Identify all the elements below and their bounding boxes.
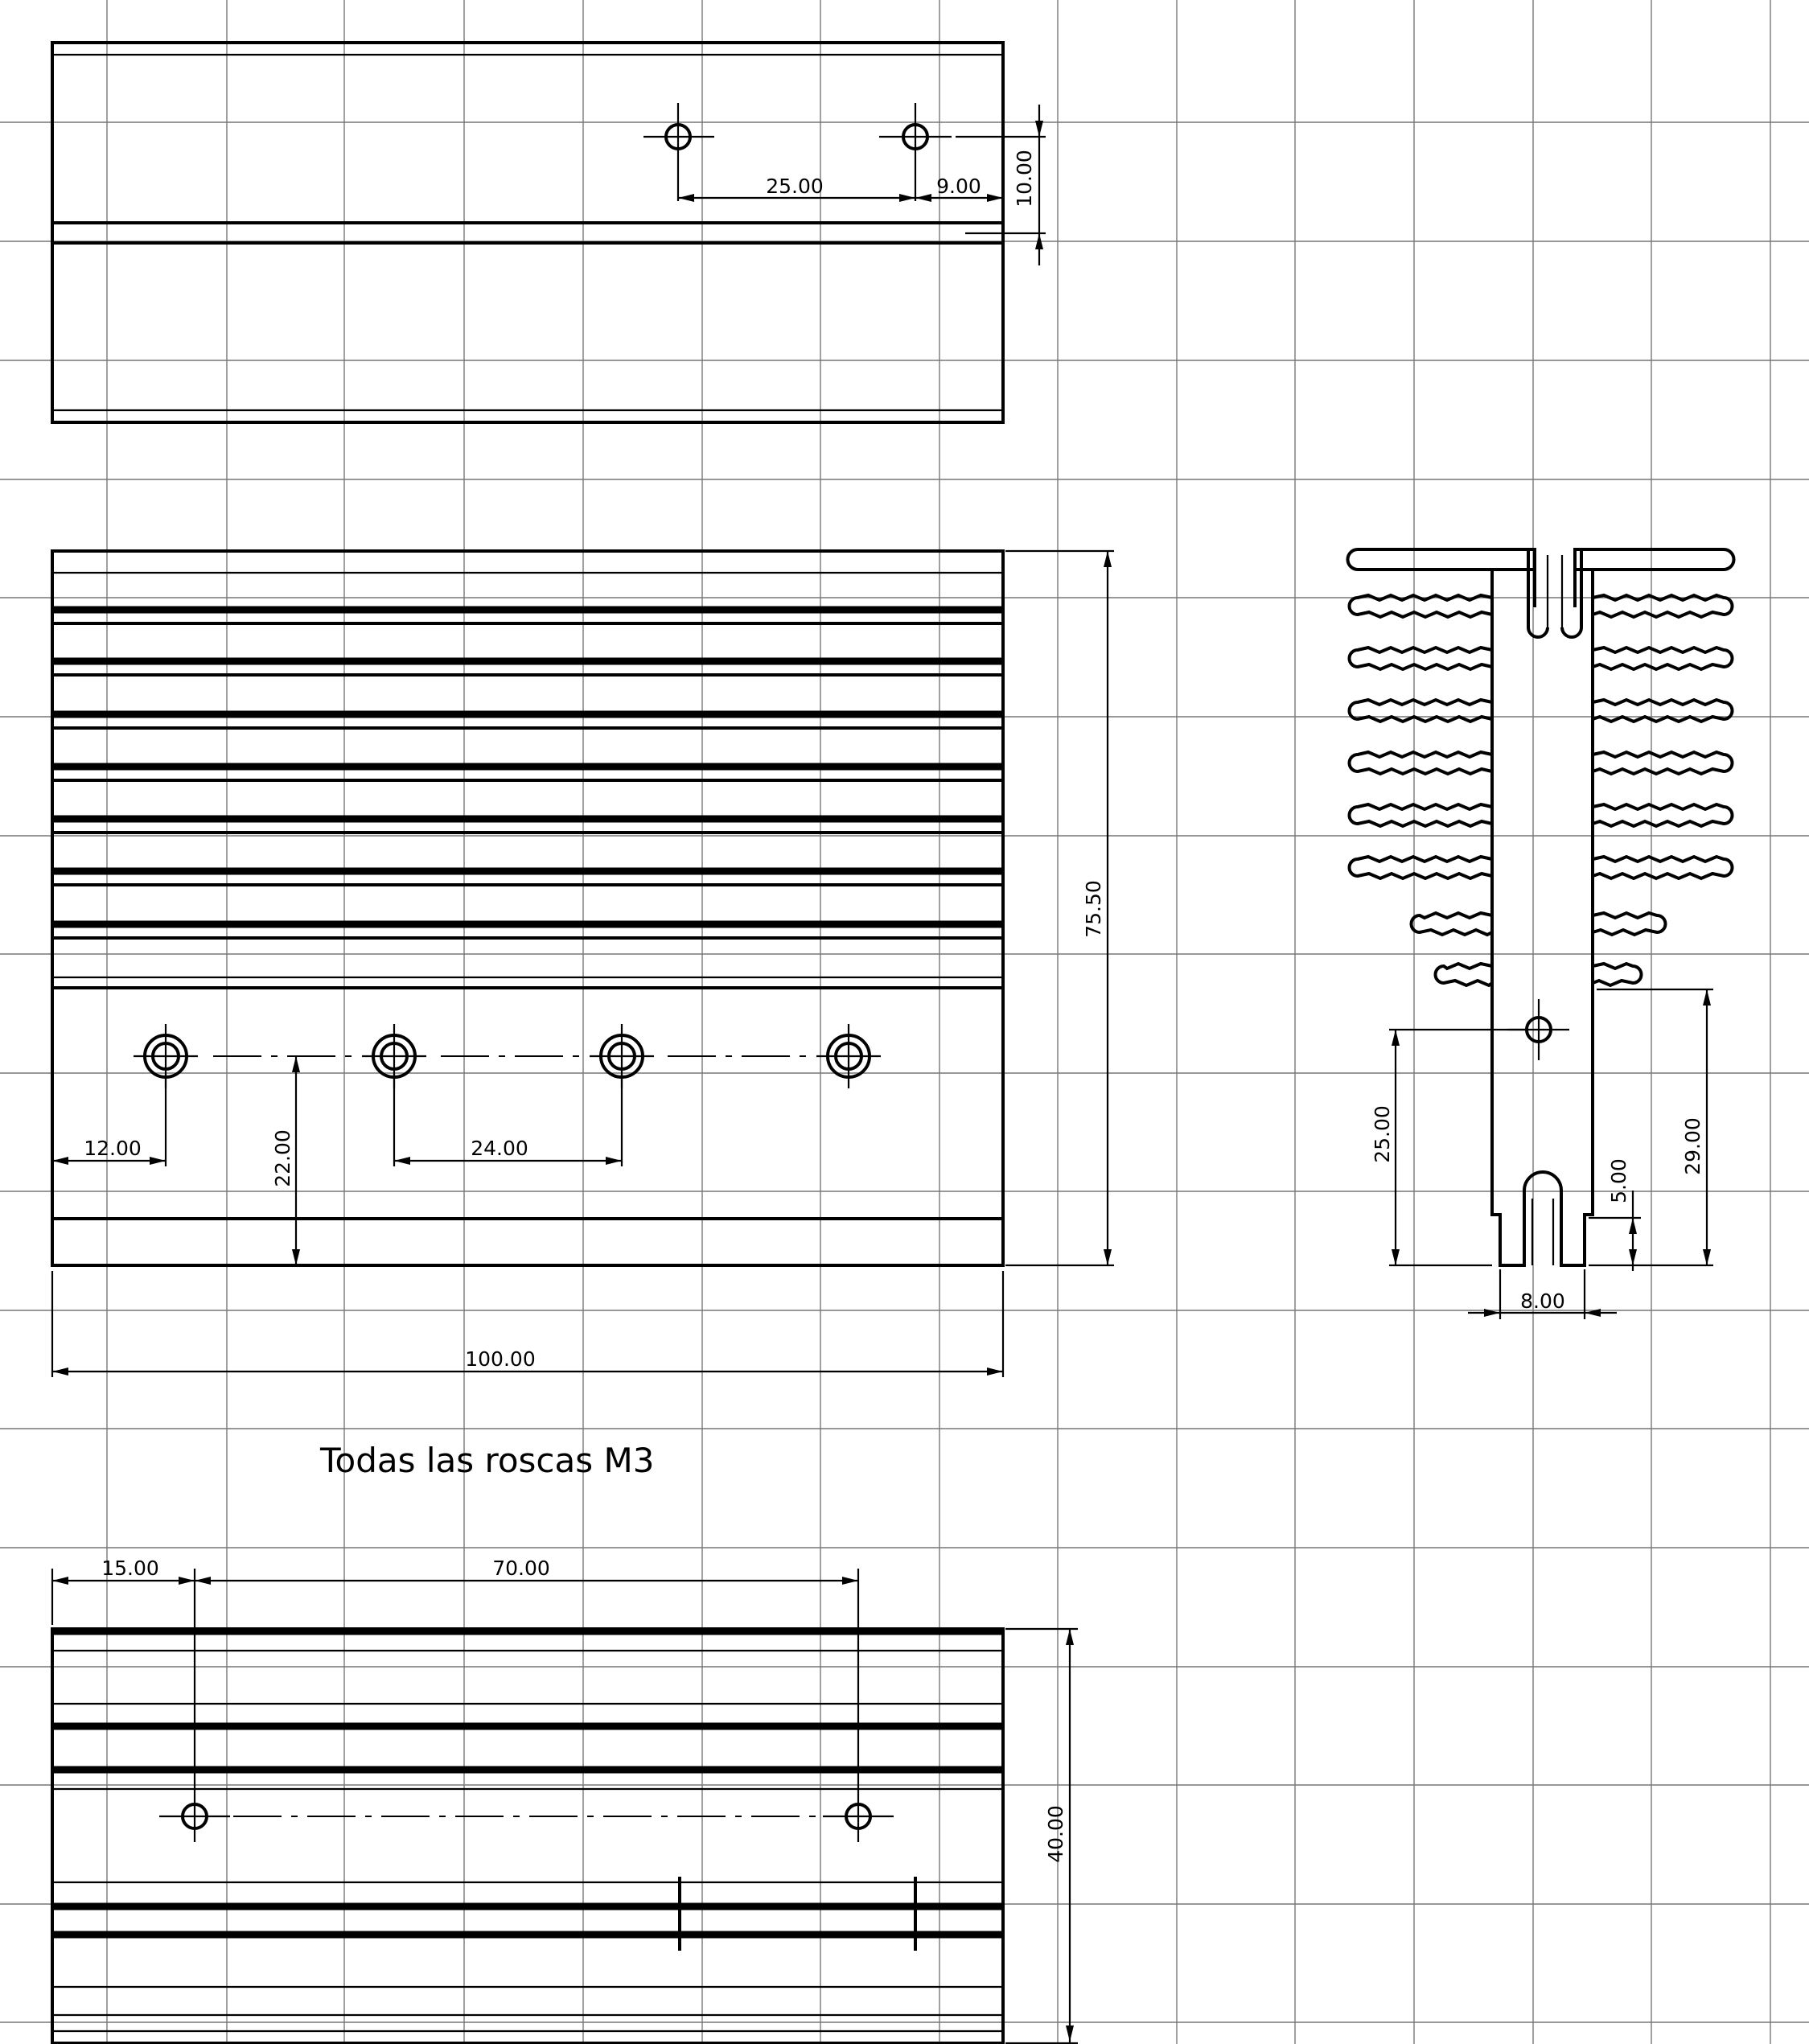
dim-front-width: 100.00: [465, 1347, 535, 1371]
dim-side-slot-depth: 5.00: [1607, 1158, 1630, 1203]
front-fin-lines: [52, 571, 1003, 979]
side-profile-view: 25.00 29.00 5.00 8.00: [1346, 548, 1736, 1319]
dim-front-height: 75.50: [1082, 880, 1105, 938]
dim-side-hole-height: 25.00: [1371, 1105, 1394, 1163]
top-view: 25.00 9.00 10.00: [51, 41, 1046, 424]
dim-front-hole-spacing: 24.00: [471, 1137, 528, 1160]
top-hole-left: [643, 103, 714, 201]
dim-bottom-depth: 40.00: [1044, 1805, 1067, 1863]
dim-top-hole-spacing: 25.00: [766, 175, 824, 198]
dim-bottom-hole-spacing: 70.00: [492, 1557, 550, 1580]
dim-side-base-height: 29.00: [1681, 1117, 1704, 1175]
bottom-fin-lines: [52, 1627, 1003, 2033]
dim-front-hole-height: 22.00: [271, 1129, 294, 1187]
front-view: 12.00 22.00 24.00 75.50 100.00: [51, 549, 1114, 1377]
top-hole-right: [879, 103, 1046, 201]
dim-front-first-hole: 12.00: [84, 1137, 142, 1160]
dim-bottom-hole-edge: 15.00: [101, 1557, 159, 1580]
dim-side-slot-width: 8.00: [1520, 1289, 1565, 1313]
front-hole-4: [816, 1024, 881, 1088]
dim-top-hole-to-edge: 9.00: [936, 175, 981, 198]
dim-top-hole-offset: 10.00: [1013, 150, 1036, 208]
side-fins: [1347, 570, 1734, 1012]
bottom-view: 15.00 70.00 40.00: [51, 1557, 1078, 2044]
thread-note: Todas las roscas M3: [319, 1441, 654, 1480]
